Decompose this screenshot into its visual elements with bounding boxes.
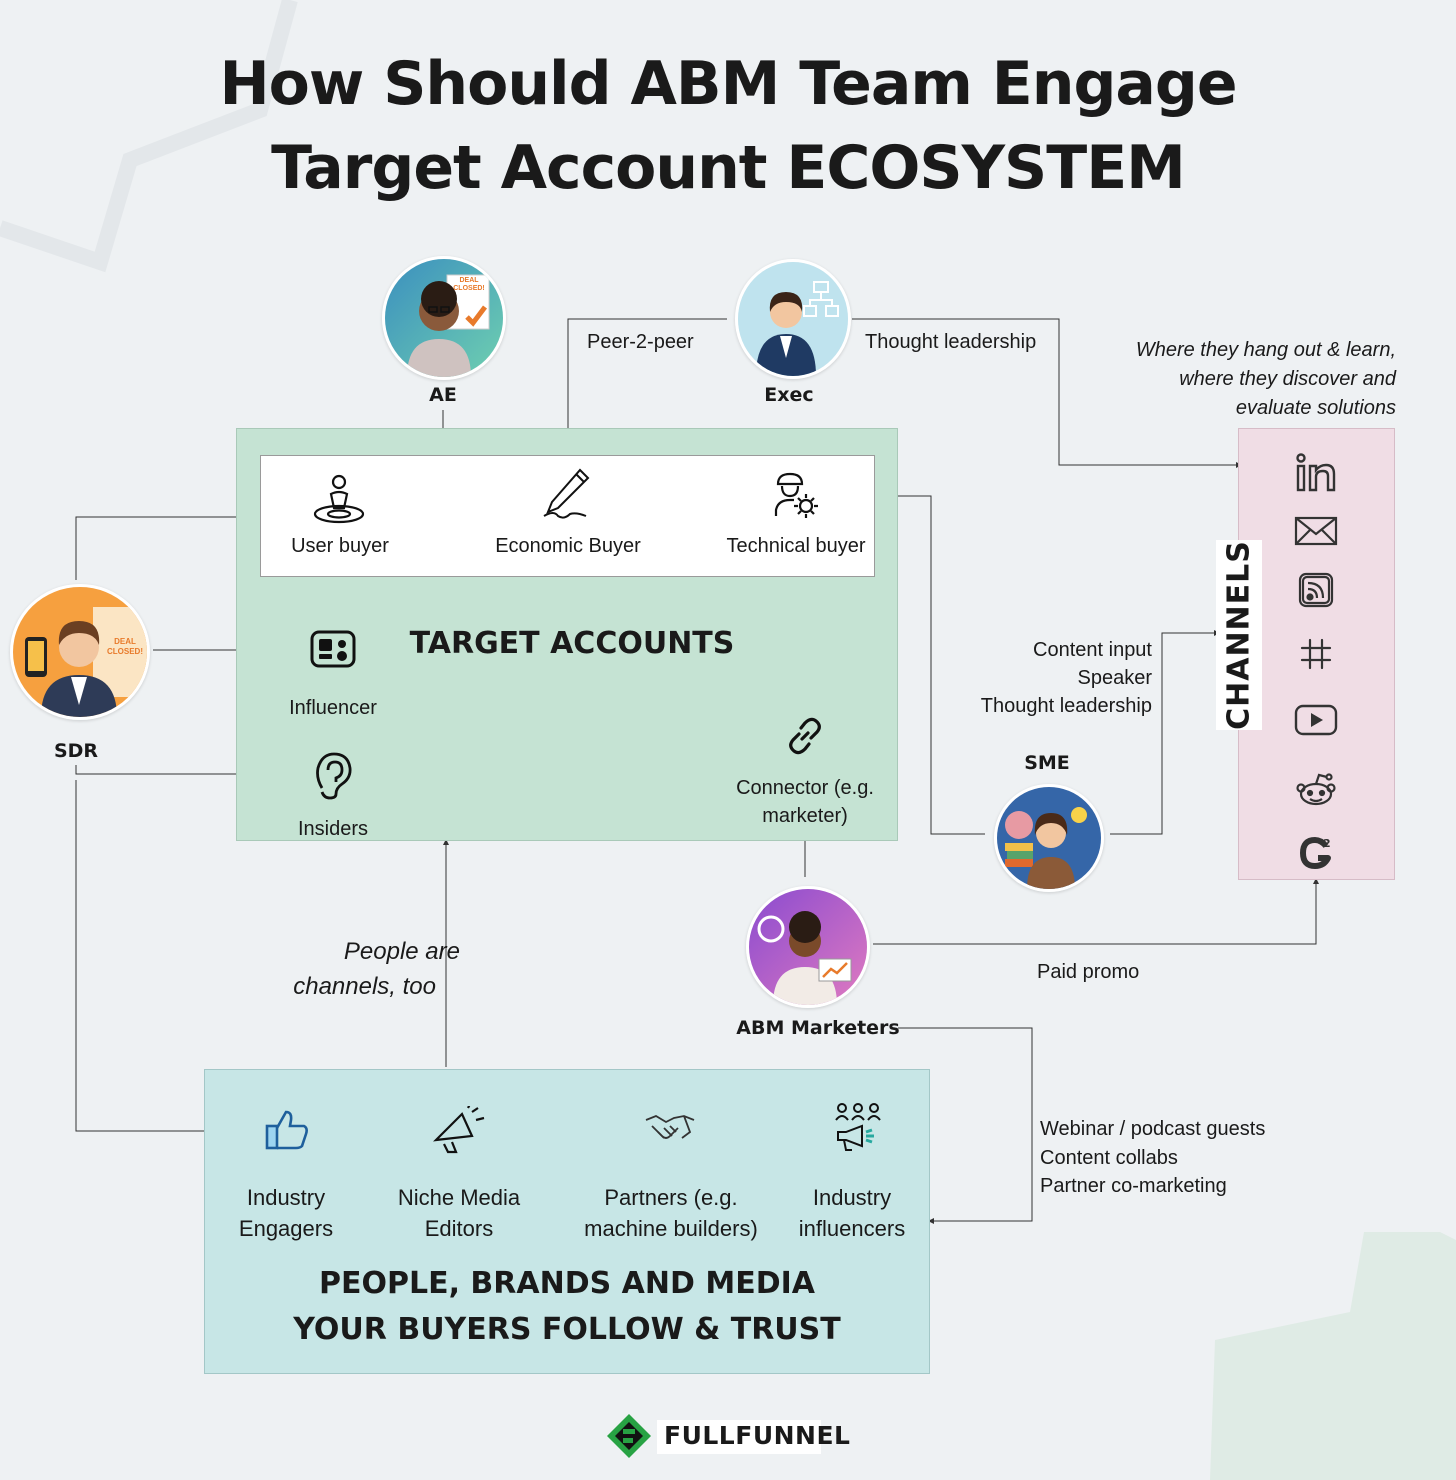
partnership-item-2: Content collabs <box>1040 1147 1178 1169</box>
handshake-icon <box>644 1110 696 1146</box>
channels-heading: CHANNELS <box>1221 540 1257 730</box>
channels-caption-line-2: where they discover and <box>1179 368 1396 390</box>
thumbs-up-icon <box>264 1108 310 1152</box>
svg-text:2: 2 <box>1323 837 1331 850</box>
people-channels-note-line-1: People are <box>343 938 460 965</box>
exec-label: Exec <box>764 384 814 406</box>
fullfunnel-logo-icon <box>607 1414 651 1458</box>
ear-icon <box>314 750 354 800</box>
megaphone-icon <box>432 1106 486 1154</box>
pen-signature-icon <box>540 466 596 522</box>
user-pin-icon <box>311 472 367 528</box>
media-screen-icon <box>310 630 356 668</box>
sdr-label: SDR <box>53 740 99 762</box>
user-buyer-label: User buyer <box>291 535 389 557</box>
channels-tag: CHANNELS <box>1216 540 1262 730</box>
audience-megaphone-icon <box>834 1102 884 1154</box>
abm-marketers-label: ABM Marketers <box>736 1017 900 1039</box>
sme-label: SME <box>1024 752 1070 774</box>
paid-promo-label: Paid promo <box>1037 961 1140 983</box>
channels-caption-line-1: Where they hang out & learn, <box>1135 339 1396 361</box>
peer-to-peer-label: Peer-2-peer <box>587 331 694 353</box>
ecosystem-item-4-line-1: Industry <box>812 1185 892 1210</box>
background-blob <box>1210 1232 1456 1480</box>
youtube-icon <box>1294 704 1338 736</box>
linkedin-icon <box>1294 452 1338 494</box>
page-title-line-1: How Should ABM Team Engage <box>219 49 1237 119</box>
influencer-label: Influencer <box>289 697 377 719</box>
exec-avatar <box>735 259 851 379</box>
ae-label: AE <box>429 384 457 406</box>
sdr-avatar: DEAL CLOSED! <box>10 584 150 720</box>
sme-contribution-1: Content input <box>1033 639 1152 661</box>
ecosystem-box <box>204 1069 930 1374</box>
ecosystem-item-2-line-1: Niche Media <box>397 1185 521 1210</box>
footer-brand-plate <box>657 1420 821 1454</box>
email-icon <box>1294 516 1338 546</box>
ae-deal-badge: DEAL CLOSED! <box>453 277 485 292</box>
ecosystem-item-1-line-2: Engagers <box>238 1216 334 1241</box>
channels-caption-line-3: evaluate solutions <box>1235 397 1396 419</box>
ecosystem-item-3-line-2: machine builders) <box>584 1216 758 1241</box>
background-zigzag <box>0 0 298 273</box>
ecosystem-heading-line-1: PEOPLE, BRANDS AND MEDIA <box>319 1266 815 1301</box>
sdr-deal-badge: DEAL CLOSED! <box>107 637 143 656</box>
technical-buyer-label: Technical buyer <box>726 535 866 557</box>
connector-label: Connector (e.g. marketer) <box>736 777 874 827</box>
footer-brand: FULLFUNNEL <box>664 1421 851 1450</box>
sme-contribution-2: Speaker <box>1077 667 1153 689</box>
reddit-icon <box>1296 772 1336 808</box>
ecosystem-item-4-line-2: influencers <box>798 1216 906 1241</box>
sme-avatar <box>994 784 1104 892</box>
insiders-label: Insiders <box>297 818 369 840</box>
page-title-line-2: Target Account ECOSYSTEM <box>271 133 1186 203</box>
sme-contribution-3: Thought leadership <box>980 695 1152 717</box>
ecosystem-item-3-line-1: Partners (e.g. <box>604 1185 738 1210</box>
partnership-item-1: Webinar / podcast guests <box>1040 1118 1266 1140</box>
ecosystem-heading-line-2: YOUR BUYERS FOLLOW & TRUST <box>293 1312 841 1347</box>
link-icon <box>785 716 825 756</box>
slack-icon <box>1298 636 1336 672</box>
thought-leadership-label: Thought leadership <box>865 331 1037 353</box>
ae-avatar: DEAL CLOSED! <box>382 256 506 380</box>
ecosystem-item-1-line-1: Industry <box>246 1185 326 1210</box>
people-channels-note-line-2: channels, too <box>293 973 436 1000</box>
economic-buyer-label: Economic Buyer <box>495 535 641 557</box>
rss-icon <box>1298 572 1334 608</box>
engineer-gear-icon <box>770 470 824 524</box>
partnership-item-3: Partner co-marketing <box>1040 1175 1227 1197</box>
g2-icon: 2 <box>1298 834 1336 872</box>
target-accounts-heading: TARGET ACCOUNTS <box>409 626 735 661</box>
ecosystem-item-2-line-2: Editors <box>424 1216 494 1241</box>
abm-marketers-avatar <box>746 886 870 1008</box>
